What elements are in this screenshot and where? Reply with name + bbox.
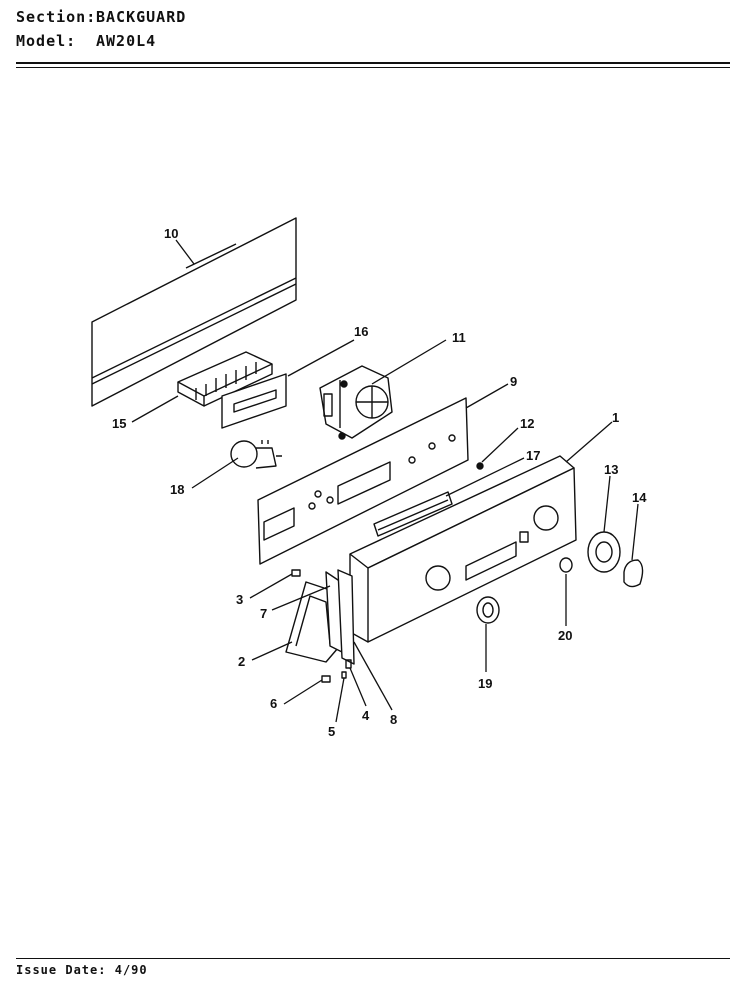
part-4-clip bbox=[345, 659, 352, 669]
leader-lines bbox=[131, 239, 639, 723]
part-9-control-plate bbox=[257, 397, 469, 565]
model-value: AW20L4 bbox=[96, 32, 157, 50]
part-5-screw bbox=[341, 671, 347, 679]
callout-2: 2 bbox=[238, 654, 245, 669]
header-rule-top bbox=[16, 62, 730, 64]
part-1-control-console bbox=[349, 455, 577, 643]
callout-7: 7 bbox=[260, 606, 267, 621]
part-12-clip bbox=[476, 462, 484, 470]
callout-1: 1 bbox=[612, 410, 619, 425]
part-15-terminal-block bbox=[177, 351, 273, 407]
part-18-rotary-switch bbox=[230, 440, 282, 469]
callout-8: 8 bbox=[390, 712, 397, 727]
issue-date-label: Issue Date: bbox=[16, 963, 107, 977]
callout-18: 18 bbox=[170, 482, 184, 497]
callout-16: 16 bbox=[354, 324, 368, 339]
callout-12: 12 bbox=[520, 416, 534, 431]
callout-19: 19 bbox=[478, 676, 492, 691]
model-label: Model: bbox=[16, 32, 77, 50]
header-rule-bottom bbox=[16, 67, 730, 68]
callout-14: 14 bbox=[632, 490, 647, 505]
callout-6: 6 bbox=[270, 696, 277, 711]
part-19-selector-knob bbox=[476, 596, 500, 624]
section-value: BACKGUARD bbox=[96, 8, 187, 26]
part-3-screw bbox=[291, 569, 301, 577]
part-17-display-lens bbox=[373, 491, 453, 537]
part-14-knob bbox=[623, 559, 644, 588]
section-line: Section:BACKGUARD bbox=[16, 8, 186, 26]
part-16-bracket bbox=[221, 373, 287, 429]
issue-date-line: Issue Date: 4/90 bbox=[16, 963, 148, 977]
part-10-backguard-top-panel bbox=[91, 217, 297, 407]
callout-17: 17 bbox=[526, 448, 540, 463]
model-line: Model: AW20L4 bbox=[16, 32, 156, 50]
callout-11: 11 bbox=[452, 330, 466, 345]
part-20-push-button bbox=[559, 557, 573, 573]
part-13-knob-skirt bbox=[587, 531, 621, 573]
section-label: Section: bbox=[16, 8, 97, 26]
callout-13: 13 bbox=[604, 462, 618, 477]
callout-15: 15 bbox=[112, 416, 126, 431]
part-6-screw bbox=[321, 675, 331, 683]
callout-3: 3 bbox=[236, 592, 243, 607]
part-11-timer bbox=[319, 365, 393, 440]
callout-10: 10 bbox=[164, 226, 178, 241]
callout-labels: 10 16 11 9 15 12 1 17 18 13 14 3 7 20 2 … bbox=[112, 226, 647, 739]
callout-5: 5 bbox=[328, 724, 335, 739]
issue-date-value: 4/90 bbox=[114, 963, 148, 977]
callout-4: 4 bbox=[362, 708, 370, 723]
callout-20: 20 bbox=[558, 628, 572, 643]
footer-rule bbox=[16, 958, 730, 959]
part-8-trim-strip bbox=[337, 569, 355, 665]
callout-9: 9 bbox=[510, 374, 517, 389]
